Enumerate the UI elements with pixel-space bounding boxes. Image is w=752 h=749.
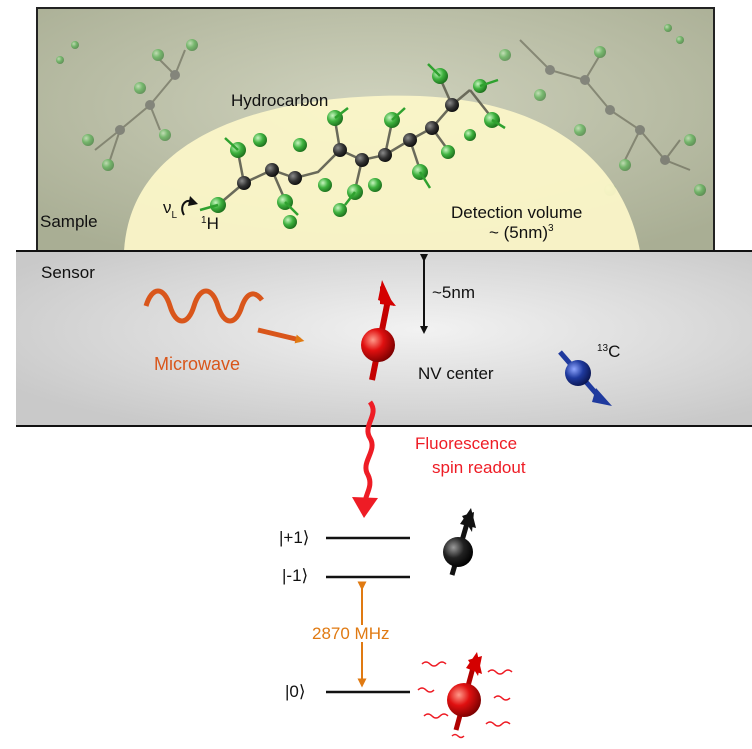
spin-plus-minus-one	[443, 508, 476, 576]
detection-volume-label: Detection volume	[451, 203, 583, 222]
depth-label: ~5nm	[432, 283, 475, 302]
level-zero-label: |0⟩	[285, 682, 306, 701]
sample-label: Sample	[40, 212, 98, 231]
molecule-left-carbons	[115, 70, 180, 135]
level-plus1-label: |+1⟩	[279, 528, 310, 547]
detection-size-exponent: 3	[548, 223, 554, 234]
carbon-atoms	[237, 98, 459, 190]
detection-size-text: ~ (5nm)	[489, 223, 549, 242]
proton-mass-number: 1	[201, 215, 207, 226]
larmor-subscript: L	[171, 210, 178, 221]
larmor-arrowhead	[188, 196, 198, 206]
proton-spin-arrows	[199, 63, 506, 216]
spin-zero-fluorescing	[417, 652, 513, 739]
detection-volume-size: ~ (5nm)3	[489, 223, 554, 242]
emission-squiggles	[417, 661, 513, 739]
zero-field-splitting-label: 2870 MHz	[310, 624, 392, 643]
molecule-left-atoms	[56, 39, 198, 171]
fluorescence-arrowhead	[352, 497, 378, 518]
carbon13-mass-number: 13	[597, 343, 609, 354]
fluorescence-label-line1: Fluorescence	[415, 434, 518, 453]
microwave-wave	[143, 288, 264, 324]
sensor-label: Sensor	[41, 263, 95, 282]
larmor-frequency-label: νL	[163, 198, 177, 221]
hydrocarbon-molecule	[199, 63, 506, 229]
level-minus1-label: |-1⟩	[282, 566, 309, 585]
proton-symbol: H	[206, 214, 219, 233]
nv-center-label: NV center	[418, 364, 494, 383]
hydrocarbon-label: Hydrocarbon	[231, 91, 329, 110]
proton-label: 1H	[201, 215, 219, 232]
fluorescence-arrow	[362, 400, 376, 506]
carbon13-label: 13C	[597, 343, 620, 360]
larmor-nu: ν	[163, 198, 172, 217]
microwave-arrow	[257, 327, 305, 344]
microwave-label: Microwave	[154, 354, 241, 374]
molecule-right-carbons	[545, 65, 670, 165]
nv-center-spin	[361, 280, 396, 381]
background-molecules	[56, 24, 706, 196]
fluorescence-label-line2: spin readout	[432, 458, 526, 477]
carbon13-spin	[558, 350, 612, 406]
carbon13-symbol: C	[608, 342, 621, 361]
detection-volume	[124, 95, 640, 251]
